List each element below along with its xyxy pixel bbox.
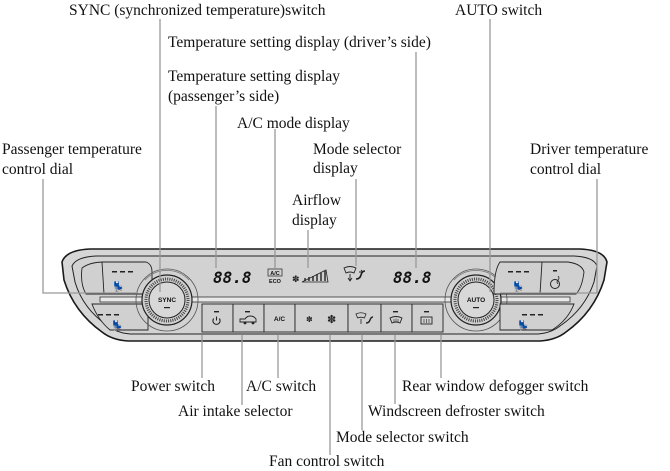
center-button-row [201, 303, 444, 333]
label-ac-switch: A/C switch [246, 378, 317, 395]
driver-seat-vent-button[interactable] [499, 303, 575, 331]
sync-button-label[interactable]: SYNC [158, 297, 176, 304]
rear-defrost-indicator [424, 311, 429, 313]
steering-heater-icon [550, 275, 560, 289]
sync-indicator [164, 307, 170, 309]
mode-selector-display [343, 266, 366, 282]
passenger-temp-readout: 88.8 [213, 268, 252, 287]
power-button[interactable] [201, 303, 234, 333]
rear-defrost-icon [420, 316, 433, 325]
seat-heater-icon: 💺 [112, 280, 124, 293]
power-icon [212, 316, 221, 325]
auto-button-label[interactable]: AUTO [467, 297, 485, 304]
passenger-temperature-dial[interactable] [135, 268, 199, 332]
driver-seat-heater-button[interactable] [493, 261, 543, 295]
label-rear-defogger-switch: Rear window defogger switch [402, 378, 589, 395]
label-power-switch: Power switch [131, 378, 215, 395]
driver-temperature-dial[interactable] [444, 268, 508, 332]
label-driver-dial-2: control dial [530, 161, 602, 178]
label-windscreen-defroster-switch: Windscreen defroster switch [368, 403, 545, 420]
passenger-seat-vent-indicators [98, 314, 119, 316]
label-mode-selector-display-1: Mode selector [313, 141, 402, 158]
passenger-seat-heater-indicators [112, 271, 133, 273]
air-intake-indicator [245, 311, 250, 313]
windshield-airflow-icon [355, 312, 374, 324]
label-mode-selector-display-2: display [313, 160, 358, 177]
label-passenger-dial-1: Passenger temperature [2, 141, 142, 158]
front-defroster-button[interactable] [380, 303, 413, 333]
label-temp-display-passenger-2: (passenger’s side) [168, 88, 280, 105]
fan-icon: ✽ [292, 274, 300, 284]
front-defrost-indicator [393, 311, 398, 313]
power-indicator [214, 311, 219, 313]
rear-defogger-button[interactable] [411, 303, 444, 333]
driver-seat-vent-indicators [522, 314, 543, 316]
ac-button-label[interactable]: A/C [274, 316, 286, 323]
seat-heater-icon: 💺 [512, 280, 524, 293]
driver-seat-heater-indicators [508, 271, 529, 273]
label-air-intake-selector: Air intake selector [178, 403, 293, 420]
fan-low-icon[interactable]: ✽ [306, 315, 313, 324]
label-passenger-dial-2: control dial [2, 161, 74, 178]
label-airflow-display-1: Airflow [292, 192, 342, 209]
driver-temp-readout: 88.8 [393, 268, 432, 287]
seat-ventilation-icon: 💺 [517, 319, 529, 332]
label-temp-display-driver: Temperature setting display (driver’s si… [168, 34, 431, 51]
label-mode-selector-switch: Mode selector switch [336, 429, 469, 446]
steering-heater-button[interactable] [539, 261, 585, 295]
steering-heater-indicator [553, 270, 557, 272]
label-auto-switch: AUTO switch [455, 2, 543, 19]
ac-mode-eco-text: ECO [269, 279, 282, 285]
passenger-seat-vent-button[interactable] [91, 303, 149, 331]
ac-mode-display: A/C ECO [267, 268, 283, 285]
auto-indicator [473, 307, 479, 309]
air-intake-button[interactable] [232, 303, 265, 333]
leader-driver-dial [500, 179, 598, 294]
airflow-display: ✽ [292, 269, 329, 284]
label-airflow-display-2: display [292, 212, 337, 229]
front-defrost-icon [389, 316, 403, 324]
fan-control-button[interactable] [294, 303, 349, 333]
driver-dial-scale [453, 270, 499, 281]
leader-passenger-dial [42, 179, 138, 294]
passenger-dial-scale [144, 270, 190, 281]
label-driver-dial-1: Driver temperature [530, 141, 649, 158]
label-fan-control-switch: Fan control switch [269, 453, 385, 470]
leader-lines [42, 19, 598, 455]
label-ac-mode-display: A/C mode display [237, 115, 350, 132]
ac-mode-top-text: A/C [270, 271, 280, 277]
label-temp-display-passenger-1: Temperature setting display [168, 68, 340, 85]
fan-high-icon[interactable]: ✽ [327, 314, 336, 326]
chrome-strip [99, 296, 571, 303]
ac-button[interactable] [263, 303, 296, 333]
car-recirculation-icon [239, 315, 257, 325]
label-sync-switch: SYNC (synchronized temperature)switch [69, 2, 326, 19]
seat-ventilation-icon: 💺 [111, 319, 123, 332]
